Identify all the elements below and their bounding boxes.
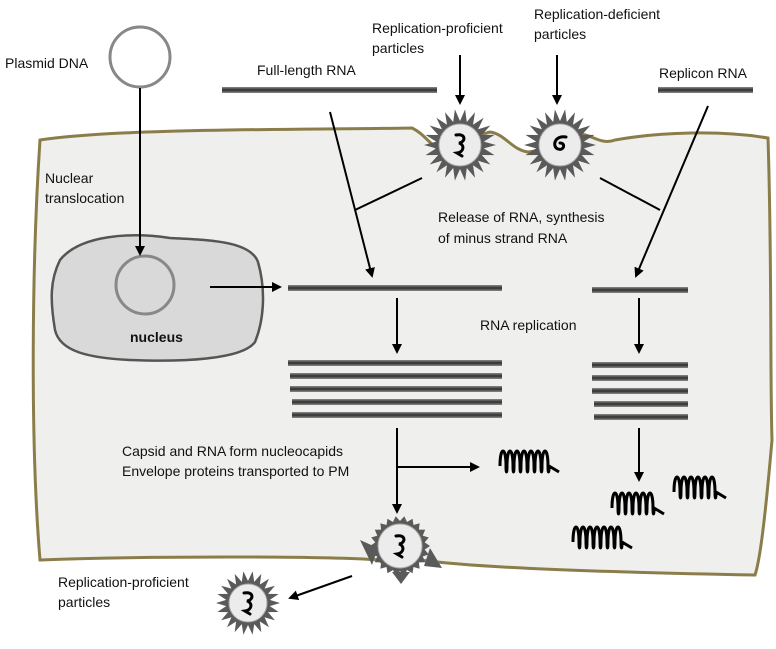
replicated-rna-bar [290, 386, 502, 392]
replicated-rna-bar [594, 414, 688, 420]
replicon-rna-arrow [634, 105, 709, 278]
replicated-rna-bar [594, 401, 688, 407]
rna-coils [498, 449, 727, 550]
full-length-rna-label: Full-length RNA [257, 62, 356, 78]
virus-particle-icon [216, 571, 280, 635]
replication-proficient-top-label: Replication-proficient particles [372, 20, 507, 56]
virus-genome-icon [452, 133, 466, 158]
release-of-rna-label: Release of RNA, synthesis of minus stran… [438, 209, 608, 246]
replicon-rna-label: Replicon RNA [659, 65, 748, 81]
rna-coil-icon [571, 525, 633, 550]
virus-capsid [538, 123, 582, 167]
full-length-rna-arrow [329, 111, 375, 278]
virus-genome-icon [392, 534, 406, 559]
envelope-protein-bottom [392, 572, 410, 584]
replicated-rna-bar [592, 362, 688, 368]
release-line-left [354, 177, 423, 211]
plasmid-in-nucleus-icon [114, 254, 176, 316]
replicated-rna-bar [592, 375, 688, 381]
replicated-rna-bar [592, 388, 688, 394]
rna-coil-icon [498, 449, 560, 474]
rna-coil-icon [672, 475, 727, 500]
replicated-rna-stacks [288, 360, 688, 420]
rna-coil-icon [610, 491, 665, 516]
replication-proficient-bottom-label: Replication-proficient particles [58, 574, 193, 610]
virus-particle-icon [424, 109, 496, 181]
replicated-rna-bar [292, 412, 502, 418]
release-arrow [288, 575, 353, 601]
nucleus [50, 234, 265, 362]
envelope-protein-right [424, 548, 442, 568]
rna-replication-label: RNA replication [480, 317, 577, 333]
virus-particle-icon [370, 516, 430, 576]
template-rna-bar-right [592, 287, 688, 293]
capsid-assembly-label: Capsid and RNA form nucleocapids Envelop… [122, 443, 349, 479]
full-length-rna-bar [222, 87, 437, 93]
plasmid-dna-label: Plasmid DNA [5, 55, 89, 71]
replication-deficient-top-label: Replication-deficient particles [534, 6, 664, 42]
replicated-rna-bar [290, 373, 502, 379]
virus-particle-icon [524, 109, 596, 181]
replicated-rna-bar [288, 360, 502, 366]
release-line-right [599, 177, 661, 211]
replicon-rna-bar [658, 87, 753, 93]
nucleus-label: nucleus [130, 329, 183, 345]
plasmid-circle-icon [108, 25, 172, 89]
virus-genome-icon [240, 591, 254, 616]
template-rna-bar-left [288, 285, 502, 291]
replicated-rna-bar [292, 399, 502, 405]
envelope-protein-left [360, 540, 378, 565]
virus-particles [216, 109, 596, 635]
nuclear-translocation-label: Nuclear translocation [45, 170, 124, 206]
virus-genome-icon [553, 135, 568, 151]
